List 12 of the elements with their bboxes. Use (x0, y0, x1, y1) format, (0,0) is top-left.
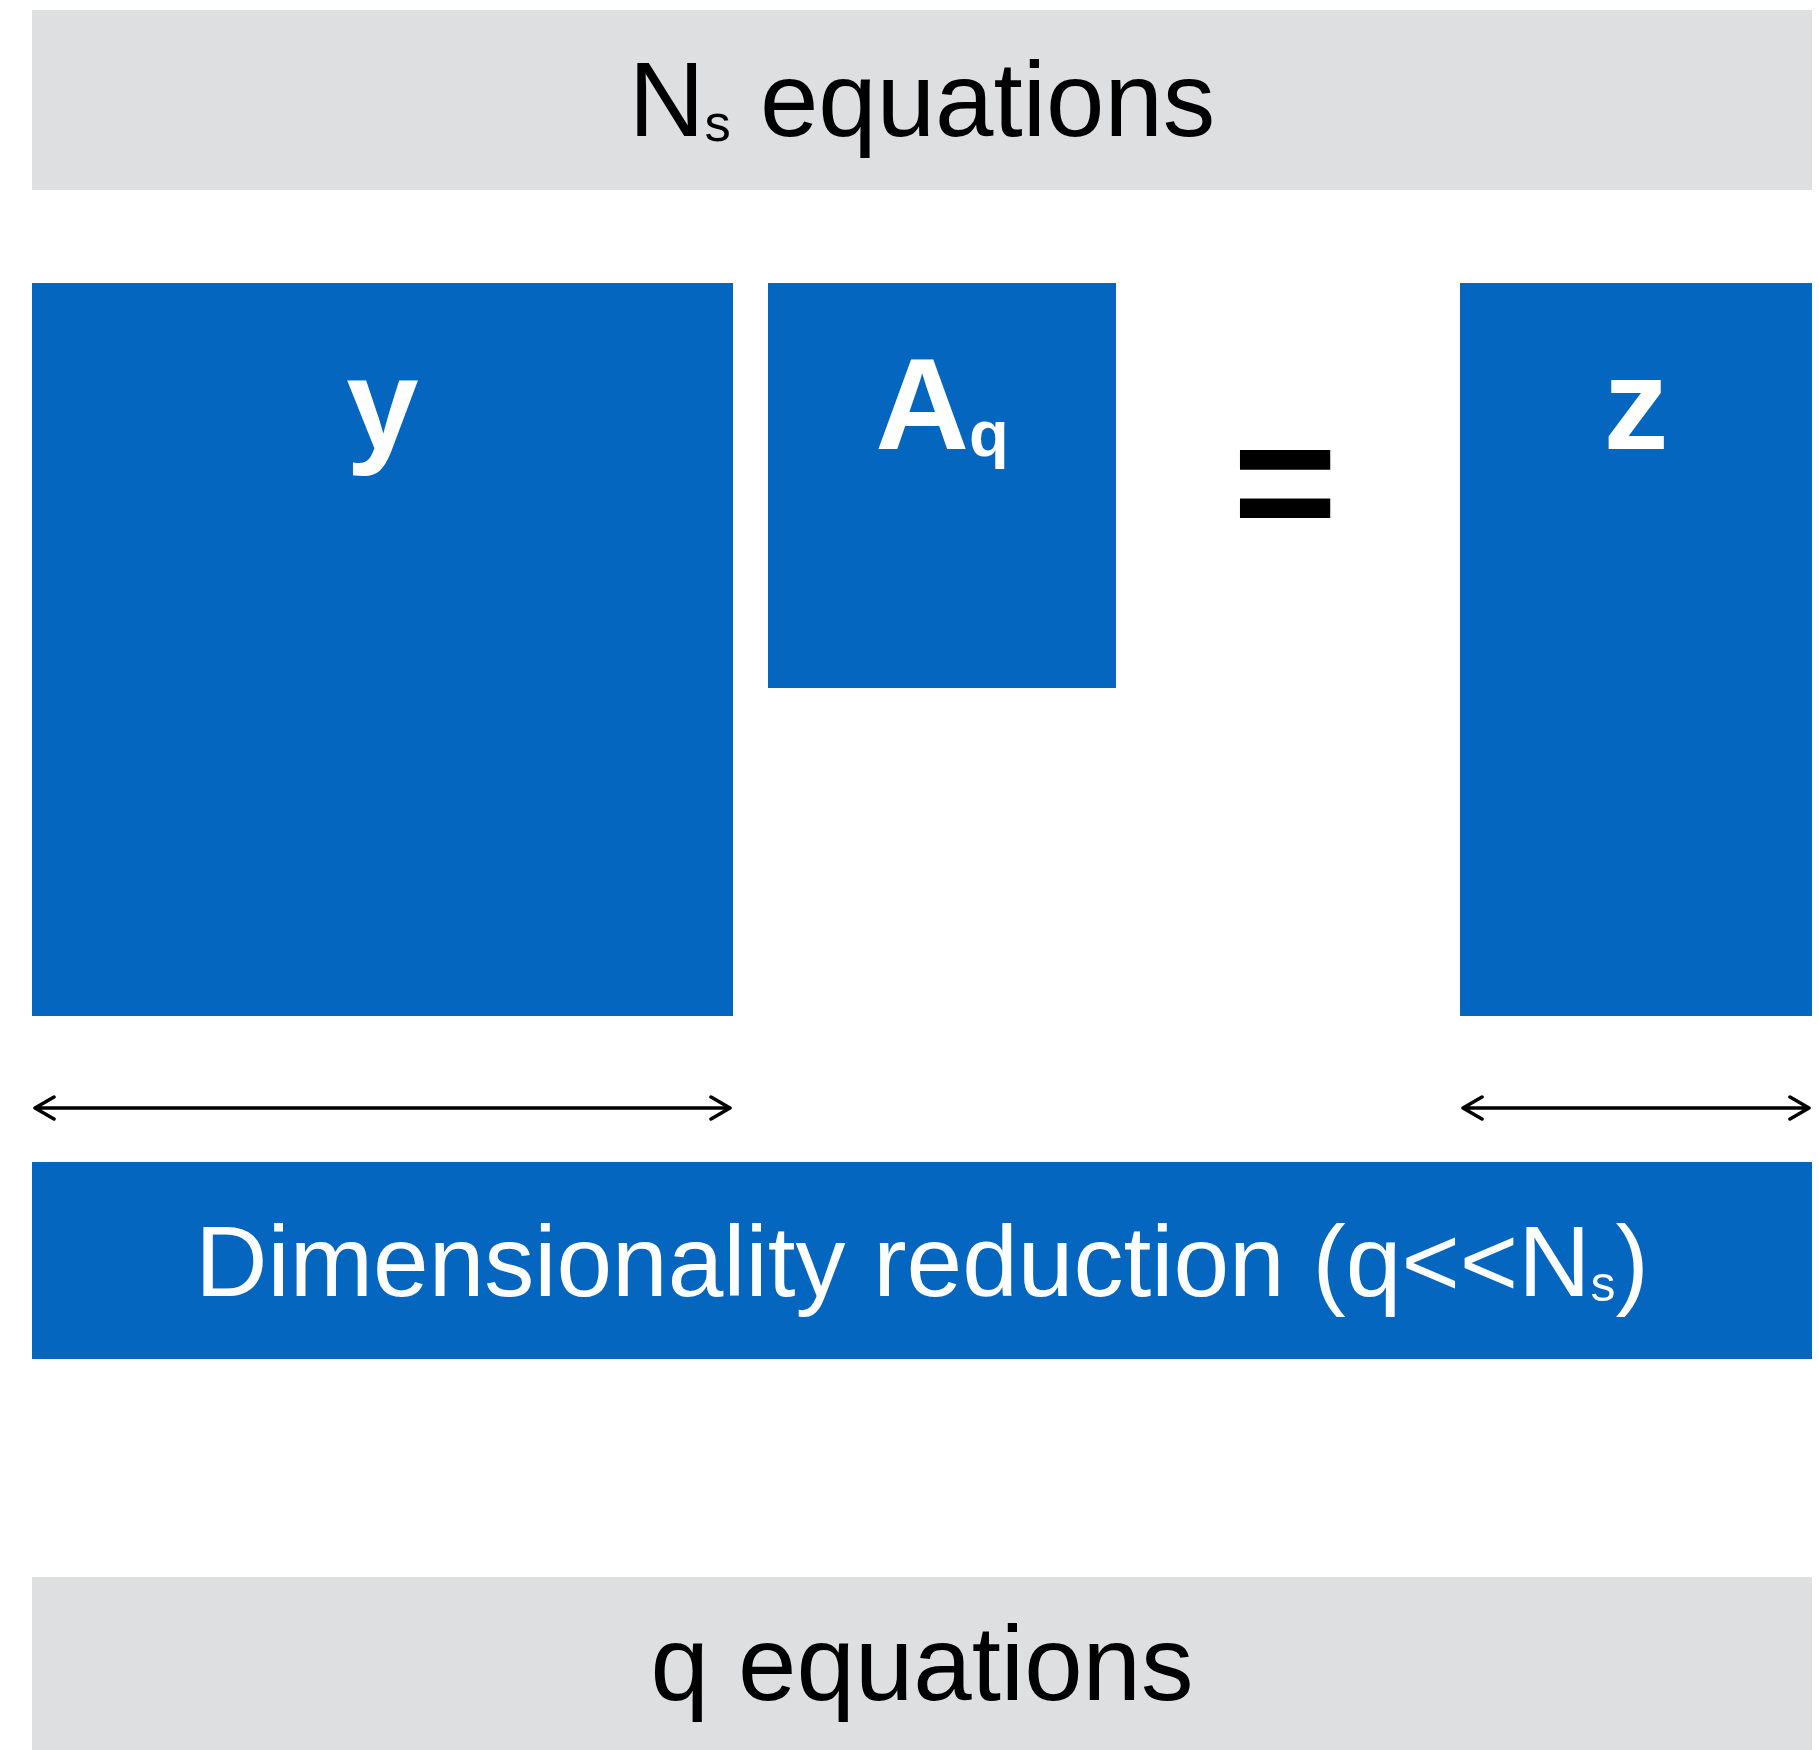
block-label: Dimensionality reduction (q<<N$_{s}$) (195, 1205, 1649, 1316)
block-label: N$_{s}$ equations (628, 42, 1216, 158)
header-band (32, 10, 1812, 190)
block-label: z (1603, 333, 1669, 476)
equals-sign: = (1231, 392, 1339, 572)
matrix-block (32, 283, 733, 1016)
block-label: q equations (650, 1605, 1194, 1722)
matrix-block (32, 1162, 1812, 1359)
matrix-block (1460, 283, 1812, 1016)
matrix-block (768, 283, 1116, 688)
block-label: y (346, 333, 419, 476)
header-band (32, 1577, 1812, 1750)
